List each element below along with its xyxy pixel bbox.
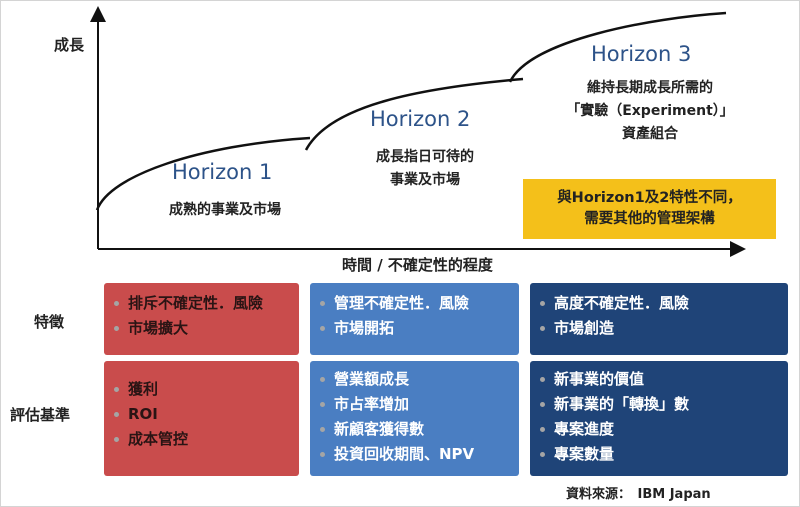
list-item: 投資回收期間、NPV [318, 442, 511, 467]
bullet-icon [540, 377, 545, 382]
y-axis-label: 成長 [54, 36, 85, 54]
bullet-icon [320, 402, 325, 407]
source-caption: 資料來源： IBM Japan [566, 487, 711, 502]
bullet-icon [320, 326, 325, 331]
bullet-icon [114, 326, 119, 331]
bullet-icon [320, 377, 325, 382]
horizon3-characteristics-box: 高度不確定性．風險 市場創造 [530, 283, 788, 355]
list-item: 管理不確定性．風險 [318, 291, 511, 316]
bullet-icon [114, 387, 119, 392]
callout-box: 與Horizon1及2特性不同， 需要其他的管理架構 [523, 179, 776, 239]
list-item: 市場創造 [538, 316, 780, 341]
horizon2-criteria-box: 營業額成長 市占率增加 新顧客獲得數 投資回收期間、NPV [310, 361, 519, 476]
list-item: 市場擴大 [112, 316, 291, 341]
list-item: 專案數量 [538, 442, 780, 467]
list-item: 新顧客獲得數 [318, 417, 511, 442]
bullet-icon [540, 402, 545, 407]
list-item: 營業額成長 [318, 367, 511, 392]
list-item: 市場開拓 [318, 316, 511, 341]
bullet-icon [540, 326, 545, 331]
list-item: 獲利 [112, 377, 291, 402]
list-item: 專案進度 [538, 417, 780, 442]
bullet-icon [540, 427, 545, 432]
horizon2-title: Horizon 2 [370, 107, 471, 131]
bullet-icon [320, 427, 325, 432]
list-item: ROI [112, 402, 291, 427]
bullet-icon [540, 301, 545, 306]
horizon3-description: 維持長期成長所需的 「實驗（Experiment）」 資產組合 [566, 80, 734, 142]
bullet-icon [114, 412, 119, 417]
bullet-icon [114, 437, 119, 442]
horizon1-curve [95, 136, 311, 211]
bullet-icon [320, 301, 325, 306]
horizon2-characteristics-box: 管理不確定性．風險 市場開拓 [310, 283, 519, 355]
row-label-criteria: 評估基準 [10, 406, 71, 424]
horizon1-characteristics-box: 排斥不確定性．風險 市場擴大 [104, 283, 299, 355]
list-item: 排斥不確定性．風險 [112, 291, 291, 316]
list-item: 成本管控 [112, 427, 291, 452]
horizon2-description: 成長指日可待的 事業及市場 [376, 149, 474, 188]
bullet-icon [114, 301, 119, 306]
horizon1-description: 成熟的事業及市場 [169, 202, 281, 218]
row-label-characteristics: 特徵 [34, 313, 65, 331]
list-item: 新事業的價值 [538, 367, 780, 392]
list-item: 新事業的「轉換」數 [538, 392, 780, 417]
x-axis-label: 時間 / 不確定性的程度 [342, 256, 493, 274]
bullet-icon [320, 452, 325, 457]
horizon1-title: Horizon 1 [172, 160, 273, 184]
horizon2-curve [304, 77, 524, 151]
list-item: 市占率增加 [318, 392, 511, 417]
list-item: 高度不確定性．風險 [538, 291, 780, 316]
horizon3-title: Horizon 3 [591, 42, 692, 66]
bullet-icon [540, 452, 545, 457]
horizon3-criteria-box: 新事業的價值 新事業的「轉換」數 專案進度 專案數量 [530, 361, 788, 476]
horizon3-curve [508, 11, 727, 83]
horizon1-criteria-box: 獲利 ROI 成本管控 [104, 361, 299, 476]
